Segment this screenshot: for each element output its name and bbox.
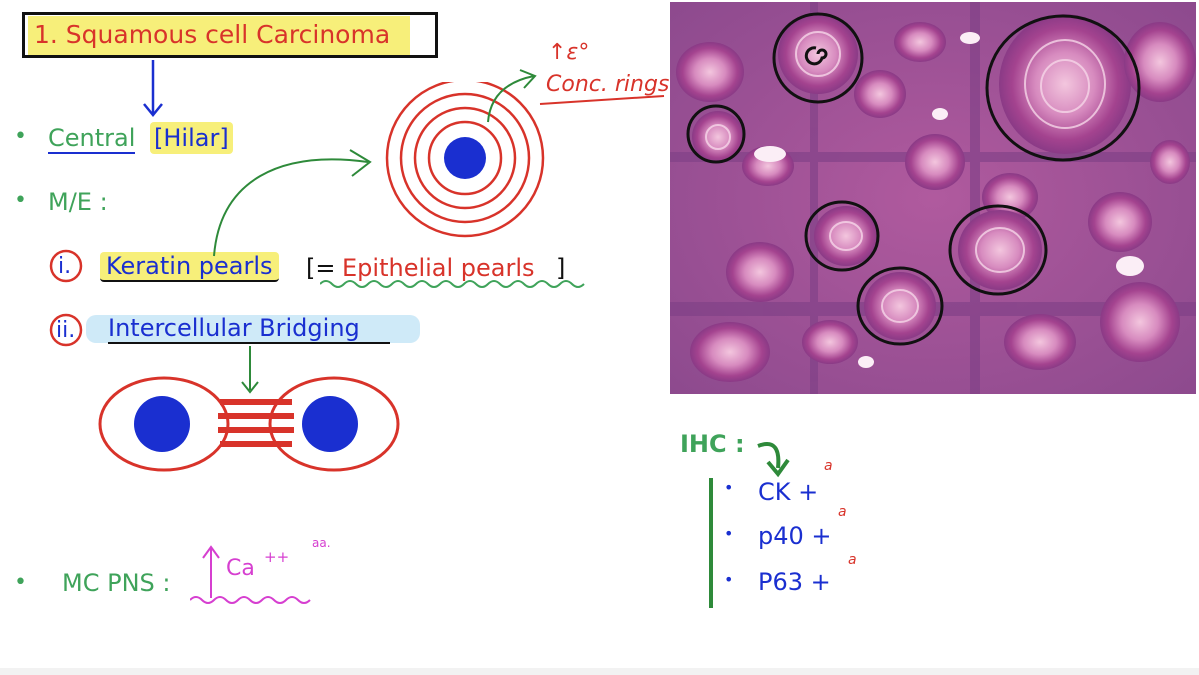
close-bracket: ] [556, 254, 566, 282]
numeral-ii: ii. [56, 318, 76, 343]
calcium-value: Ca [226, 556, 255, 581]
calcium-note: aa. [312, 536, 331, 550]
ihc-bullet-3: • [724, 570, 734, 589]
ihc-marker-p63: P63 + [758, 568, 831, 596]
keratin-pearls: Keratin pearls [100, 252, 279, 282]
intercellular-bridging: Intercellular Bridging [108, 314, 390, 344]
ihc-note-2: a [838, 504, 847, 520]
intercellular-bridge-diagram [98, 346, 400, 472]
ihc-arrow-icon [757, 442, 790, 478]
bullet-central: • [14, 124, 27, 149]
me-label: M/E : [48, 188, 108, 216]
annotation-line1: ↑ε° [548, 40, 590, 65]
numeral-circle-i [49, 249, 83, 283]
curved-arrow-icon [213, 149, 372, 257]
ihc-marker-p40: p40 + [758, 522, 832, 550]
ihc-bracket [709, 478, 713, 608]
hilar-label: [Hilar] [150, 122, 233, 154]
bullet-me: • [14, 188, 27, 213]
calcium-superscript: ++ [264, 548, 290, 566]
up-arrow-icon [202, 545, 220, 598]
numeral-circle-ii [49, 313, 83, 347]
equals-bracket: [= [306, 254, 336, 282]
keratin-pearl-diagram [385, 82, 545, 238]
annotation-arrow-icon [487, 69, 537, 123]
wavy-underline [320, 280, 585, 288]
central-label: Central [48, 124, 136, 154]
down-arrow-icon [143, 60, 163, 117]
bullet-mc-pns: • [14, 570, 27, 595]
ihc-label: IHC : [680, 430, 745, 458]
numeral-i: i. [58, 254, 72, 279]
annotation-underline [539, 95, 665, 105]
title-box [22, 12, 438, 58]
calcium-wavy-underline [190, 596, 311, 604]
ihc-marker-ck: CK + [758, 478, 819, 506]
epithelial-pearls: Epithelial pearls [342, 254, 535, 282]
bridging-highlight [86, 315, 420, 343]
ihc-bullet-1: • [724, 478, 734, 497]
ihc-note-1: a [824, 458, 833, 474]
histology-image [670, 2, 1196, 394]
slide-title: 1. Squamous cell Carcinoma [34, 20, 391, 49]
title-highlight [28, 16, 410, 56]
annotation-line2: Conc. rings [546, 72, 670, 97]
ihc-bullet-2: • [724, 524, 734, 543]
mc-pns-label: MC PNS : [62, 569, 171, 597]
ihc-note-3: a [848, 552, 857, 568]
